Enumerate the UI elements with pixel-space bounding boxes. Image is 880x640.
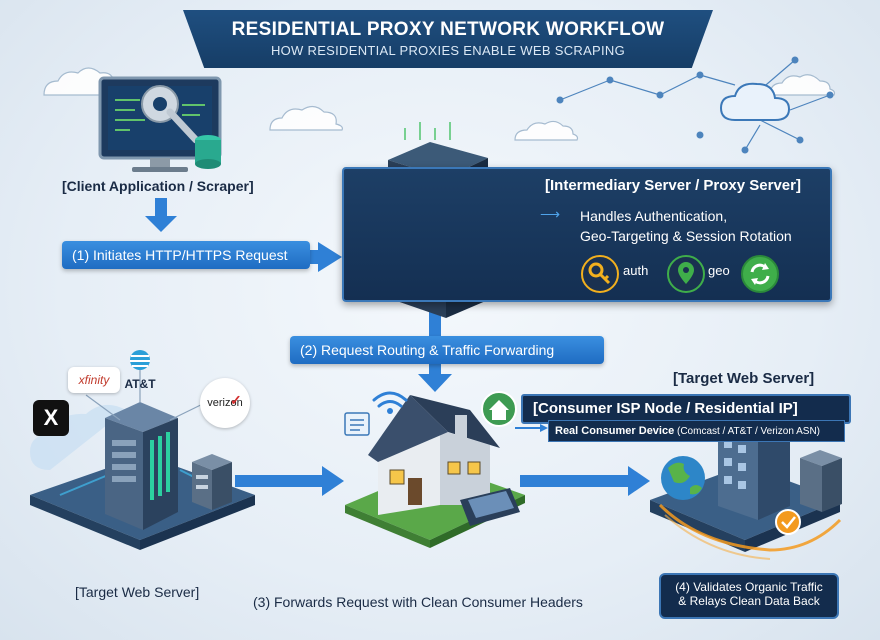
step1-label: (1) Initiates HTTP/HTTPS Request [62, 241, 310, 269]
arrow-right-icon: ⟶ [540, 206, 561, 222]
page-subtitle: HOW RESIDENTIAL PROXIES ENABLE WEB SCRAP… [270, 43, 626, 58]
key-icon [581, 255, 619, 293]
auth-label: auth [623, 263, 649, 278]
client-computer-icon [98, 76, 222, 172]
left-target-server-icon [30, 370, 255, 550]
right-target-server-icon [650, 408, 842, 560]
step4-box: (4) Validates Organic Traffic & Relays C… [659, 573, 839, 619]
client-label: [Client Application / Scraper] [62, 178, 254, 194]
document-icon [344, 412, 370, 436]
step4-line2: & Relays Clean Data Back [678, 594, 820, 608]
proxy-title: [Intermediary Server / Proxy Server] [545, 177, 801, 194]
check-icon [775, 509, 801, 535]
right-target-label: [Target Web Server] [673, 370, 815, 387]
x-logo: X [33, 400, 69, 436]
proxy-desc-line2: Geo-Targeting & Session Rotation [580, 228, 792, 244]
cloud-icon [514, 120, 579, 141]
rotate-icon [741, 255, 779, 293]
xfinity-logo: xfinity [68, 367, 120, 393]
residential-house-icon [344, 391, 525, 548]
isp-node-detail: Real Consumer Device (Comcast / AT&T / V… [548, 420, 845, 442]
att-logo: AT&T [116, 348, 164, 391]
isp-device-label: Real Consumer Device [555, 425, 675, 437]
proxy-desc-line1: Handles Authentication, [580, 208, 728, 224]
cloud-network-icon [719, 82, 791, 121]
verizon-check-icon: ✓ [230, 392, 242, 408]
step2-label: (2) Request Routing & Traffic Forwarding [290, 336, 604, 364]
att-globe-icon [130, 350, 150, 370]
geo-label: geo [708, 263, 730, 278]
home-badge-icon [481, 391, 517, 427]
step3-label: (3) Forwards Request with Clean Consumer… [253, 594, 583, 610]
cloud-icon [269, 105, 343, 131]
isp-asn-label: (Comcast / AT&T / Verizon ASN) [677, 426, 821, 437]
left-target-label: [Target Web Server] [75, 584, 200, 600]
network-graph [559, 59, 831, 151]
wifi-icon [372, 391, 408, 408]
step4-line1: (4) Validates Organic Traffic [675, 580, 823, 594]
verizon-logo: verizon [200, 378, 250, 428]
cloud-icon [769, 74, 836, 96]
title-banner [183, 10, 713, 68]
page-title: RESIDENTIAL PROXY NETWORK WORKFLOW [231, 19, 665, 40]
location-pin-icon [667, 255, 705, 293]
